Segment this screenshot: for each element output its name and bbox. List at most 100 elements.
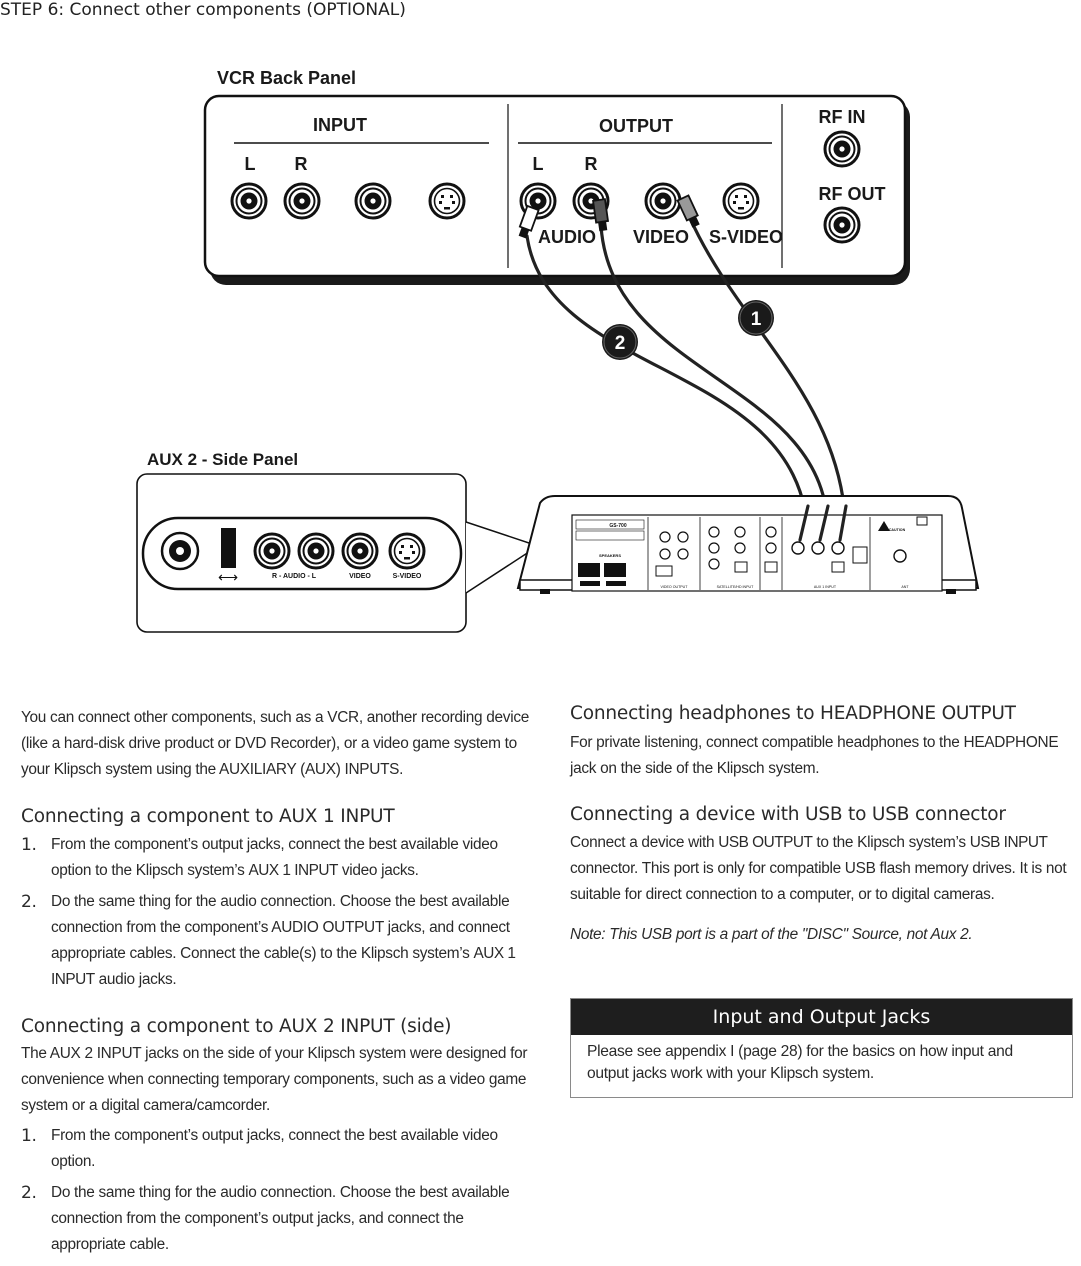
cable-badge-2: 2 — [602, 324, 638, 360]
aux2-step-1-number: 1. — [21, 1126, 37, 1146]
usb-heading: Connecting a device with USB to USB conn… — [570, 804, 1006, 825]
usb-port — [221, 528, 236, 568]
receiver-aux1-label: AUX 1 INPUT — [814, 585, 837, 589]
aux2-step-2: 2. Do the same thing for the audio connec… — [21, 1180, 536, 1258]
cable-end-video — [838, 504, 848, 542]
audio-cable-left — [525, 234, 810, 537]
usb-emphasis-2: USB INPUT — [969, 834, 1048, 851]
cable-plugs — [518, 194, 700, 239]
aux1-steps: 1. From the component’s output jacks, con… — [21, 832, 536, 993]
intro-paragraph: You can connect other components, such a… — [21, 709, 529, 778]
aux2-step-2-text-end: jacks, and connect the appropriate cable… — [51, 1210, 464, 1253]
right-column: Connecting headphones to HEADPHONE OUTPU… — [570, 703, 1080, 944]
rf-in-jack — [823, 130, 861, 168]
input-output-callout: Input and Output Jacks Please see append… — [570, 998, 1073, 1098]
vcr-output-l-label: L — [533, 154, 544, 174]
vcr-input-video-jack — [354, 182, 392, 220]
headphone-jack — [160, 531, 200, 571]
usb-paragraph: Connect a device with USB OUTPUT to the … — [570, 830, 1080, 908]
vcr-input-r-label: R — [295, 154, 308, 174]
receiver-video-output-label: VIDEO OUTPUT — [661, 585, 689, 589]
audio-r-plug — [592, 198, 610, 232]
aux1-step-2-number: 2. — [21, 892, 37, 912]
aux2-svideo-label: S-VIDEO — [393, 573, 422, 580]
video-cable — [688, 216, 848, 537]
rf-in-label: RF IN — [819, 107, 866, 127]
video-plug — [676, 194, 700, 228]
cable-end-right — [818, 504, 830, 542]
headphones-text-end: jack on the side of the Klipsch system. — [570, 760, 820, 777]
aux2-audio-label: R - AUDIO - L — [272, 573, 317, 580]
aux2-steps: 1. From the component’s output jacks, con… — [21, 1123, 536, 1258]
audio-cable-right — [599, 224, 830, 537]
receiver-model-label: GS-700 — [609, 523, 626, 529]
aux2-step-1: 1. From the component’s output jacks, con… — [21, 1123, 536, 1175]
aux-panel-title: AUX 2 - Side Panel — [147, 450, 298, 469]
cable-badge-2-label: 2 — [615, 333, 626, 354]
audio-l-plug — [518, 204, 540, 239]
aux2-step-1-text-end: jacks, connect the best available video … — [51, 1127, 498, 1170]
headphones-text: For private listening, connect compatibl… — [570, 734, 964, 751]
aux1-step-1-number: 1. — [21, 835, 37, 855]
aux2-step-2-text: Do the same thing for the audio connecti… — [51, 1184, 510, 1227]
vcr-input-label: INPUT — [313, 115, 367, 135]
aux1-step-1: 1. From the component’s output jacks, con… — [21, 832, 536, 884]
rf-out-jack — [823, 206, 861, 244]
vcr-audio-label: AUDIO — [538, 227, 596, 247]
receiver-ant-label: ANT — [901, 585, 909, 589]
callout-body-text: Please see appendix I (page 28) for the … — [587, 1043, 1013, 1082]
usb-text-3: connector. This port is only for compati… — [570, 860, 1067, 903]
receiver-back-panel — [516, 495, 980, 594]
cables — [525, 216, 848, 537]
connection-diagram: VCR Back Panel INPUT OUTPUT L R L R RF I… — [136, 68, 980, 633]
aux2-step-1-text: From the component’s — [51, 1127, 202, 1144]
usb-text-1: Connect a device with — [570, 834, 719, 851]
usb-icon: ⟷ — [218, 569, 238, 585]
aux2-step-2-emphasis: output — [272, 1210, 314, 1227]
aux1-step-1-text-end: video jacks. — [337, 862, 419, 879]
vcr-output-svideo-jack — [722, 182, 760, 220]
headphones-emphasis: HEADPHONE — [963, 734, 1059, 751]
aux2-audio-l-jack — [297, 532, 335, 570]
aux2-video-label: VIDEO — [349, 573, 371, 580]
usb-text-2: to the Klipsch system’s — [812, 834, 970, 851]
aux2-video-jack — [341, 532, 379, 570]
aux1-step-1-emphasis: AUX 1 INPUT — [248, 862, 338, 879]
vcr-output-label: OUTPUT — [599, 116, 673, 136]
aux2-step-2-number: 2. — [21, 1183, 37, 1203]
vcr-input-audio-r-jack — [283, 182, 321, 220]
vcr-input-svideo-jack — [428, 182, 466, 220]
rf-out-label: RF OUT — [819, 184, 886, 204]
cable-end-left — [798, 504, 810, 542]
aux1-heading: Connecting a component to AUX 1 INPUT — [21, 806, 395, 827]
headphones-paragraph: For private listening, connect compatibl… — [570, 730, 1080, 782]
aux1-step-2-text-end: audio jacks. — [94, 971, 177, 988]
vcr-back-panel — [203, 94, 910, 285]
cable-ends — [798, 504, 848, 542]
aux-side-panel: ⟷ — [136, 473, 540, 633]
usb-emphasis-1: USB OUTPUT — [718, 834, 813, 851]
aux1-step-2: 2. Do the same thing for the audio connec… — [21, 889, 536, 993]
vcr-output-video-jack — [644, 182, 682, 220]
step-title: STEP 6: Connect other components (OPTION… — [0, 0, 406, 20]
aux2-audio-r-jack — [253, 532, 291, 570]
vcr-video-label: VIDEO — [633, 227, 689, 247]
vcr-panel-title: VCR Back Panel — [217, 68, 356, 88]
callout-title: Input and Output Jacks — [571, 999, 1072, 1035]
cable-badge-1-label: 1 — [751, 309, 762, 330]
vcr-output-r-label: R — [585, 154, 598, 174]
vcr-input-audio-l-jack — [230, 182, 268, 220]
aux1-step-2-emphasis: AUX 1 INPUT — [51, 945, 516, 988]
left-column: You can connect other components, such a… — [21, 705, 536, 1258]
aux2-step-1-emphasis: output — [201, 1127, 243, 1144]
headphones-heading: Connecting headphones to HEADPHONE OUTPU… — [570, 703, 1016, 724]
diagram-svg: VCR Back Panel INPUT OUTPUT L R L R RF I… — [136, 68, 980, 633]
receiver-speakers-label: SPEAKERS — [599, 553, 621, 558]
aux1-step-1-text: From the component’s output jacks, conne… — [51, 836, 498, 879]
receiver-caution-label: CAUTION — [889, 528, 906, 532]
vcr-input-l-label: L — [245, 154, 256, 174]
receiver-satellite-label: SATELLITE/HD INPUT — [717, 585, 754, 589]
aux1-step-2-text: Do the same thing for the audio connecti… — [51, 893, 510, 962]
cable-badge-1: 1 — [738, 300, 774, 336]
usb-note: Note: This USB port is a part of the "DI… — [570, 926, 973, 943]
